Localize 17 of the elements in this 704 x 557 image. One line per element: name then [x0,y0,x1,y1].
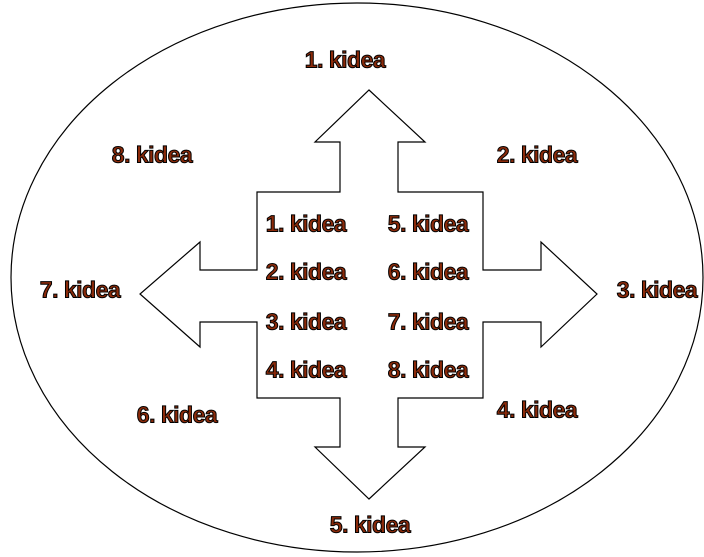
idea-label: 3. kidea [616,276,698,304]
idea-label: 7. kidea [40,276,120,304]
idea-label: 1. kidea [304,46,386,74]
oval-shape [10,2,704,553]
idea-label: 5. kidea [388,210,468,238]
idea-label: 6. kidea [136,402,218,428]
idea-label: 8. kidea [388,356,468,384]
idea-label: 3. kidea [266,308,346,336]
idea-label: 4. kidea [496,396,578,424]
idea-label: 5. kidea [330,512,410,538]
idea-label: 6. kidea [388,258,468,286]
idea-label: 7. kidea [388,308,468,336]
idea-label: 2. kidea [496,142,578,168]
idea-label: 8. kidea [112,142,192,168]
idea-label: 2. kidea [266,258,346,286]
idea-label: 4. kidea [266,356,346,384]
idea-label: 1. kidea [266,210,346,238]
